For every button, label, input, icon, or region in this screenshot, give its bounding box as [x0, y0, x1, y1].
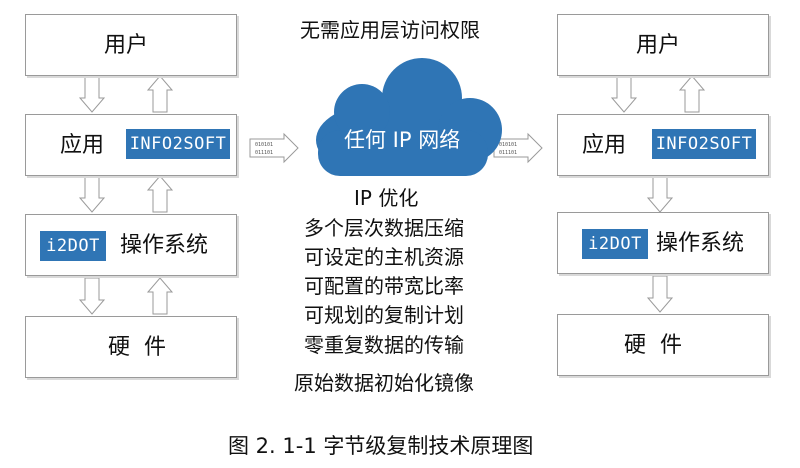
right-info2soft-badge: INFO2SOFT [652, 129, 756, 159]
feature-host-resources: 可设定的主机资源 [304, 245, 464, 269]
feature-initial-mirror: 原始数据初始化镜像 [294, 371, 474, 395]
left-os-box: i2DOT 操作系统 [25, 214, 237, 276]
left-hardware-box: 硬 件 [25, 316, 237, 378]
right-user-label: 用户 [636, 33, 681, 58]
bits-label-right-2: 011101 [499, 150, 517, 156]
right-user-box: 用户 [557, 14, 769, 76]
right-os-box: i2DOT 操作系统 [557, 212, 769, 274]
bits-label-right-1: 010101 [499, 142, 517, 148]
figure-caption: 图 2. 1-1 字节级复制技术原理图 [228, 434, 534, 458]
right-app-box: 应用 INFO2SOFT [557, 114, 769, 176]
feature-replication-schedule: 可规划的复制计划 [304, 303, 464, 327]
right-os-label: 操作系统 [656, 231, 745, 256]
left-os-label: 操作系统 [120, 233, 209, 258]
right-i2dot-badge: i2DOT [582, 229, 648, 259]
right-app-label: 应用 [582, 133, 627, 158]
feature-zero-duplicate: 零重复数据的传输 [304, 333, 464, 357]
bits-label-left-1: 010101 [255, 142, 273, 148]
left-hardware-label: 硬 件 [108, 335, 166, 360]
cloud-label: 任何 IP 网络 [344, 128, 461, 152]
top-title: 无需应用层访问权限 [300, 18, 480, 42]
right-hardware-label: 硬 件 [624, 333, 682, 358]
left-i2dot-badge: i2DOT [40, 231, 106, 261]
feature-bandwidth-ratio: 可配置的带宽比率 [304, 274, 464, 298]
bits-label-left-2: 011101 [255, 150, 273, 156]
left-info2soft-badge: INFO2SOFT [126, 129, 230, 159]
feature-compression: 多个层次数据压缩 [304, 216, 464, 240]
feature-ip-optimization: IP 优化 [354, 186, 419, 210]
left-app-label: 应用 [60, 133, 105, 158]
right-hardware-box: 硬 件 [557, 314, 769, 376]
left-app-box: 应用 INFO2SOFT [25, 114, 237, 176]
left-user-label: 用户 [104, 33, 149, 58]
left-user-box: 用户 [25, 14, 237, 76]
